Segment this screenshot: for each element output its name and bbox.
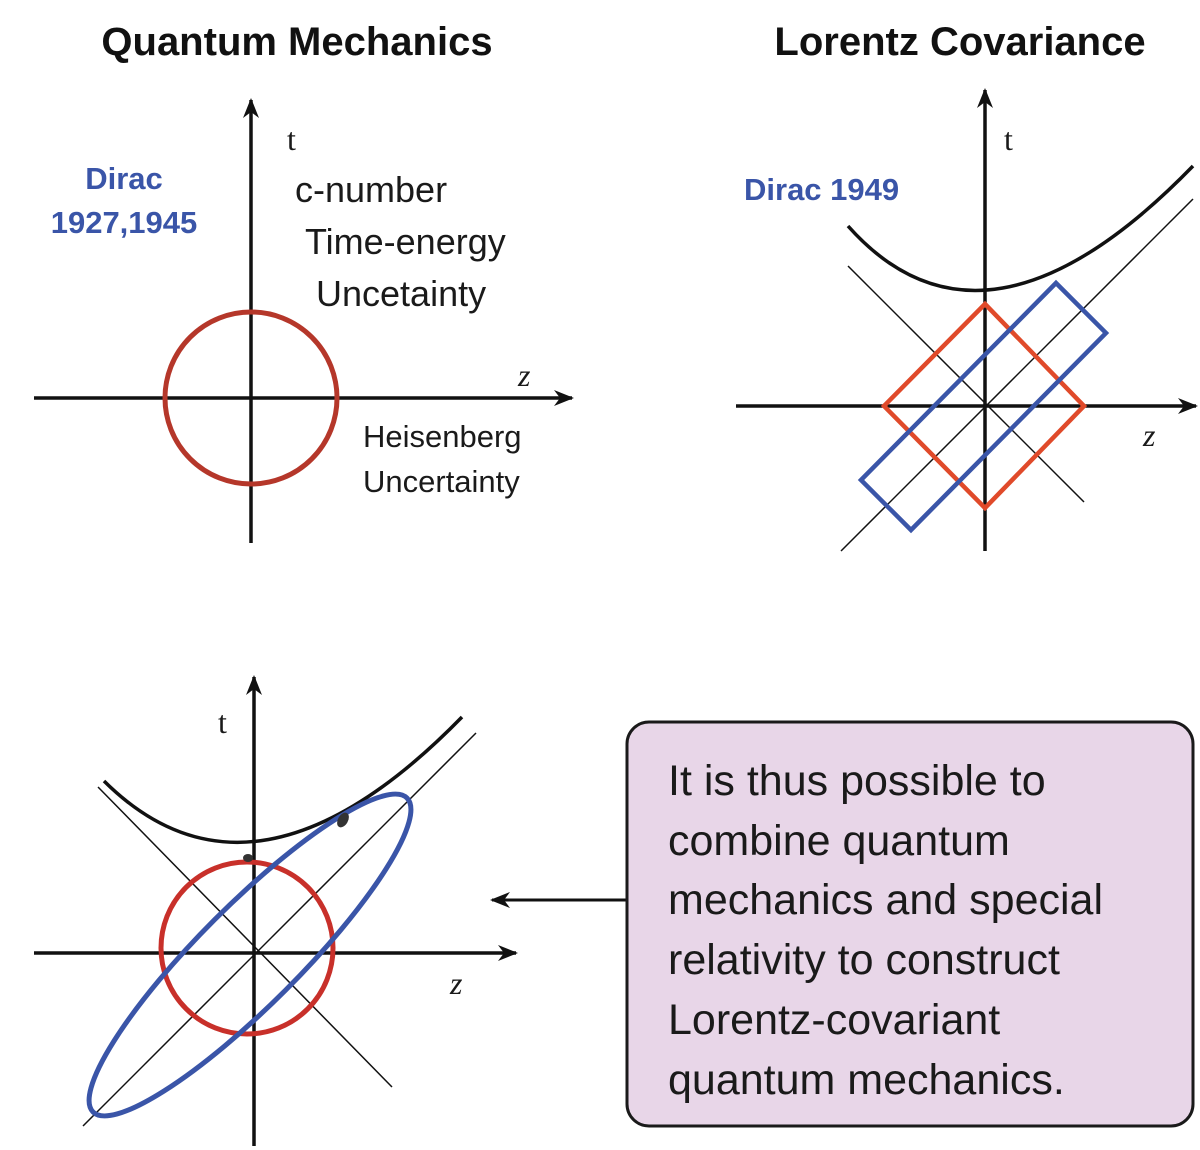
dirac-label-line2: 1927,1945 [51,205,198,240]
note-heisenberg-uncertainty: Uncertainty [363,464,520,499]
note-time-energy: Time-energy [305,221,506,262]
t-axis-label: t [218,704,227,740]
panel-title: Lorentz Covariance [774,20,1145,64]
hyperbola-curve [846,164,1195,293]
callout-line-5: Lorentz-covariant [668,996,1000,1044]
dirac-label-line1: Dirac [85,161,163,196]
z-axis-label: z [449,965,463,1001]
callout-line-6: quantum mechanics. [668,1056,1065,1104]
circle-distribution [158,859,336,1037]
panel-title: Quantum Mechanics [101,20,492,64]
callout: It is thus possible to combine quantum m… [490,720,1195,1128]
square-distribution [880,300,1088,512]
t-axis-label: t [287,121,296,157]
squeezed-rectangle [857,279,1110,534]
panel-lorentz-covariance: Lorentz Covariance t z Dirac 1949 [736,20,1198,552]
light-cone-line [97,786,393,1088]
callout-box [625,720,1195,1128]
uncertainty-circle [162,309,340,487]
t-axis-label: t [1004,121,1013,157]
tangent-point-marker [337,812,349,828]
callout-line-3: mechanics and special [668,876,1103,924]
panel-quantum-mechanics: Quantum Mechanics t z Dirac 1927,1945 c-… [34,20,574,543]
hyperbola-curve [102,715,464,845]
note-heisenberg: Heisenberg [363,419,522,454]
panel-combined: t z [34,675,518,1146]
light-cone-line [82,732,477,1127]
callout-line-1: It is thus possible to [668,757,1046,805]
note-c-number: c-number [295,169,447,210]
squeezed-ellipse [86,791,414,1119]
callout-line-4: relativity to construct [668,936,1060,984]
z-axis-label: z [517,357,531,393]
dirac-1949-label: Dirac 1949 [744,172,899,207]
z-axis-label: z [1142,417,1156,453]
light-cone-line [847,265,1085,503]
note-uncertainty: Uncetainty [316,273,486,314]
tangent-point-marker [243,854,253,862]
callout-line-2: combine quantum [668,817,1010,865]
light-cone-line [840,198,1194,552]
